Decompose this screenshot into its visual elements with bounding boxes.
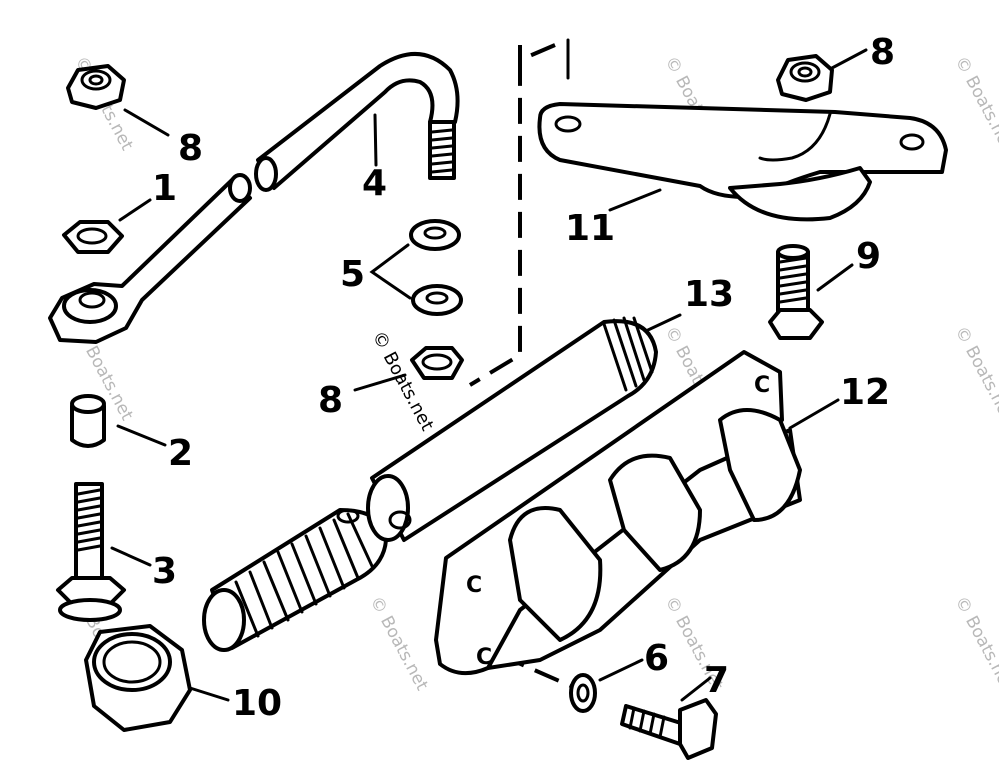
casting-mark: C bbox=[476, 645, 492, 670]
watermark: © Boats.net bbox=[366, 593, 433, 694]
callout-4: 4 bbox=[362, 163, 387, 204]
leader-line bbox=[788, 398, 840, 430]
leader-line bbox=[123, 108, 170, 137]
part-11-steering-arm bbox=[537, 102, 948, 222]
watermark-dark: © Boats.net bbox=[368, 327, 438, 434]
part-13-tube bbox=[366, 316, 658, 542]
casting-mark: C bbox=[466, 573, 482, 598]
callout-8: 8 bbox=[318, 380, 343, 421]
part-8-nut-top-left bbox=[66, 64, 126, 110]
part-2-bushing bbox=[70, 394, 106, 448]
part-4-bent-rod bbox=[254, 52, 460, 192]
threaded-sleeve bbox=[202, 508, 388, 652]
callout-labels: 8 1 4 5 8 2 3 10 8 11 9 13 12 6 7 bbox=[152, 32, 895, 724]
leader-line bbox=[830, 48, 868, 70]
leader-line bbox=[816, 263, 854, 292]
leader-line bbox=[608, 188, 662, 212]
callout-9: 9 bbox=[856, 236, 881, 277]
callout-11: 11 bbox=[565, 208, 615, 249]
part-12-bracket-housing: C C C bbox=[434, 350, 802, 676]
part-1-nut bbox=[62, 220, 124, 254]
part-3-bolt bbox=[56, 482, 126, 622]
callout-5: 5 bbox=[340, 254, 365, 295]
leader-line bbox=[188, 686, 230, 702]
leader-line bbox=[353, 373, 407, 392]
part-5-washers bbox=[409, 219, 463, 316]
leader-line bbox=[373, 113, 378, 167]
part-1-link-rod bbox=[48, 173, 252, 344]
leader-line bbox=[118, 198, 152, 222]
callout-3: 3 bbox=[152, 551, 177, 592]
callout-7: 7 bbox=[704, 660, 729, 701]
callout-8: 8 bbox=[870, 32, 895, 73]
leader-line bbox=[110, 546, 152, 567]
callout-6: 6 bbox=[644, 638, 669, 679]
watermark: © Boats.net bbox=[951, 53, 999, 154]
leader-line bbox=[116, 424, 167, 447]
callout-8: 8 bbox=[178, 128, 203, 169]
watermark: © Boats.net bbox=[951, 593, 999, 694]
leader-line bbox=[680, 676, 712, 702]
part-6-washer bbox=[569, 673, 597, 713]
part-7-bolt bbox=[620, 698, 718, 760]
leader-line bbox=[646, 313, 682, 332]
leader-line bbox=[369, 243, 412, 300]
callout-13: 13 bbox=[684, 274, 734, 315]
part-8-nut-top-right bbox=[776, 54, 834, 102]
leader-line bbox=[598, 658, 644, 682]
part-8-nut-middle bbox=[410, 346, 464, 380]
callout-2: 2 bbox=[168, 433, 193, 474]
callout-12: 12 bbox=[840, 372, 890, 413]
callout-1: 1 bbox=[152, 168, 177, 209]
casting-mark: C bbox=[754, 373, 770, 398]
part-10-large-nut bbox=[84, 624, 192, 732]
part-9-bolt bbox=[768, 244, 824, 340]
watermark: © Boats.net bbox=[951, 323, 999, 424]
assembly-dashed-line bbox=[468, 43, 556, 387]
callout-10: 10 bbox=[232, 683, 282, 724]
